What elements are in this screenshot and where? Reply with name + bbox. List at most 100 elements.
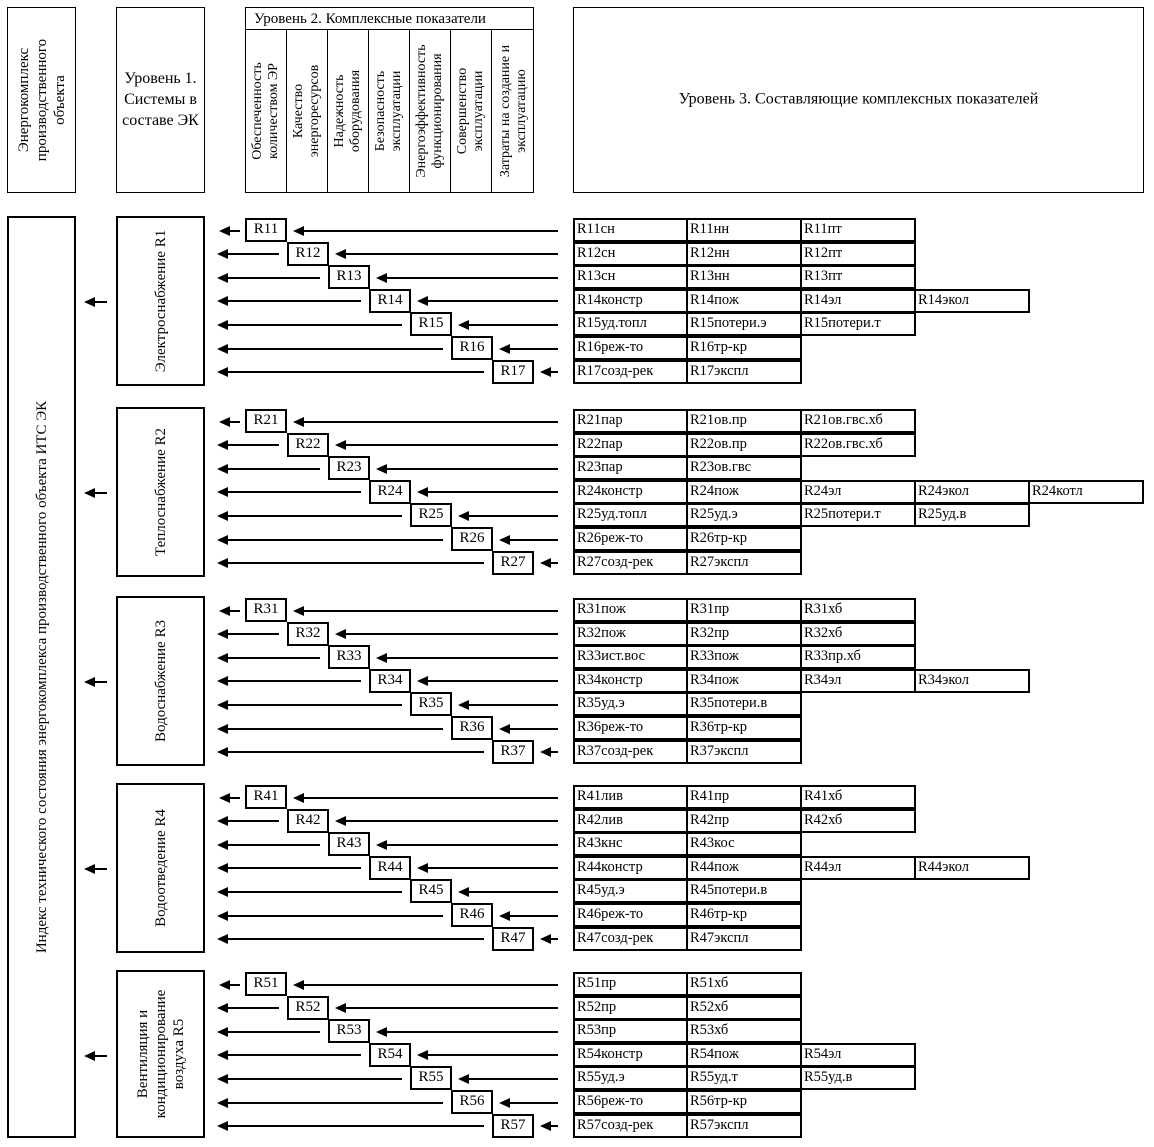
component-cell: R54констр [573, 1043, 689, 1067]
arrow-icon [219, 980, 240, 990]
component-cell: R12пт [800, 242, 916, 266]
component-cell: R31пр [686, 598, 802, 622]
indicator-box: R57 [492, 1114, 534, 1138]
component-cell: R44пож [686, 856, 802, 880]
arrow-icon [335, 1003, 558, 1013]
system-label: Водоотведение R4 [152, 809, 169, 927]
arrow-icon [217, 535, 443, 545]
component-cell: R32хб [800, 622, 916, 646]
system-label: Теплоснабжение R2 [152, 427, 169, 557]
component-cell: R51пр [573, 972, 689, 996]
indicator-box: R44 [369, 856, 411, 880]
component-cell: R26реж-то [573, 527, 689, 551]
component-cell: R22пар [573, 433, 689, 457]
component-cell: R44экол [914, 856, 1030, 880]
indicator-box: R56 [451, 1090, 493, 1114]
arrow-icon [219, 226, 240, 236]
level2-column-label: Безопасность эксплуатации [372, 70, 404, 152]
component-cell: R56тр-кр [686, 1090, 802, 1114]
component-cell: R34пож [686, 669, 802, 693]
component-cell: R13нн [686, 265, 802, 289]
arrow-icon [540, 558, 558, 568]
energy-complex-label: Энергокомплекс производственного объекта [15, 38, 68, 162]
component-cell: R53хб [686, 1019, 802, 1043]
component-cell: R46реж-то [573, 903, 689, 927]
component-cell: R43кнс [573, 832, 689, 856]
arrow-icon [376, 840, 558, 850]
component-cell: R16тр-кр [686, 336, 802, 360]
arrow-icon [217, 1027, 320, 1037]
level2-column-label: Совершенство эксплуатации [454, 67, 486, 155]
arrow-icon [217, 344, 443, 354]
arrow-icon [293, 417, 558, 427]
index-label: Индекс технического состояния энергокомп… [33, 400, 50, 954]
component-cell: R57экспл [686, 1114, 802, 1138]
component-cell: R35потери.в [686, 692, 802, 716]
component-cell: R14констр [573, 289, 689, 313]
arrow-icon [217, 911, 443, 921]
arrow-icon [217, 840, 320, 850]
indicator-box: R32 [287, 622, 329, 646]
arrow-icon [217, 1121, 484, 1131]
component-cell: R24котл [1028, 480, 1144, 504]
indicator-box: R52 [287, 996, 329, 1020]
component-cell: R45уд.э [573, 879, 689, 903]
arrow-icon [217, 320, 402, 330]
arrow-icon [417, 863, 558, 873]
system-box: Электроснабжение R1 [116, 216, 205, 386]
system-box: Теплоснабжение R2 [116, 407, 205, 577]
arrow-icon [217, 487, 361, 497]
component-cell: R51хб [686, 972, 802, 996]
component-cell: R42лив [573, 809, 689, 833]
arrow-icon [458, 511, 558, 521]
arrow-icon [335, 816, 558, 826]
indicator-box: R11 [245, 218, 287, 242]
component-cell: R32пр [686, 622, 802, 646]
component-cell: R44эл [800, 856, 916, 880]
component-cell: R22ов.гвс.хб [800, 433, 916, 457]
arrow-icon [293, 980, 558, 990]
indicator-box: R22 [287, 433, 329, 457]
component-cell: R52пр [573, 996, 689, 1020]
indicator-box: R24 [369, 480, 411, 504]
level2-header: Уровень 2. Комплексные показатели Обеспе… [245, 7, 534, 193]
component-cell: R25уд.топл [573, 503, 689, 527]
indicator-box: R15 [410, 312, 452, 336]
component-cell: R53пр [573, 1019, 689, 1043]
indicator-box: R23 [328, 456, 370, 480]
component-cell: R11сн [573, 218, 689, 242]
component-cell: R21ов.гвс.хб [800, 409, 916, 433]
indicator-box: R47 [492, 927, 534, 951]
level1-header: Уровень 1. Системы в составе ЭК [116, 7, 205, 193]
level2-column: Качество энергоресурсов [287, 30, 328, 192]
component-cell: R42хб [800, 809, 916, 833]
arrow-icon [458, 887, 558, 897]
arrow-icon [376, 1027, 558, 1037]
component-cell: R42пр [686, 809, 802, 833]
component-cell: R52хб [686, 996, 802, 1020]
arrow-icon [84, 297, 107, 307]
system-label: Вентиляция и кондиционирование воздуха R… [134, 989, 187, 1119]
arrow-icon [217, 1098, 443, 1108]
component-cell: R13пт [800, 265, 916, 289]
arrow-icon [84, 677, 107, 687]
indicator-box: R14 [369, 289, 411, 313]
component-cell: R54эл [800, 1043, 916, 1067]
indicator-box: R36 [451, 716, 493, 740]
indicator-box: R21 [245, 409, 287, 433]
level3-label: Уровень 3. Составляющие комплексных пока… [678, 90, 1039, 108]
indicator-box: R53 [328, 1019, 370, 1043]
indicator-box: R54 [369, 1043, 411, 1067]
indicator-box: R12 [287, 242, 329, 266]
arrow-icon [458, 1074, 558, 1084]
indicator-box: R17 [492, 360, 534, 384]
component-cell: R46тр-кр [686, 903, 802, 927]
arrow-icon [219, 606, 240, 616]
arrow-icon [217, 747, 484, 757]
component-cell: R56реж-то [573, 1090, 689, 1114]
indicator-box: R46 [451, 903, 493, 927]
arrow-icon [217, 863, 361, 873]
system-box: Вентиляция и кондиционирование воздуха R… [116, 970, 205, 1138]
arrow-icon [417, 1050, 558, 1060]
level2-column: Энергоэффективность функционирования [410, 30, 451, 192]
